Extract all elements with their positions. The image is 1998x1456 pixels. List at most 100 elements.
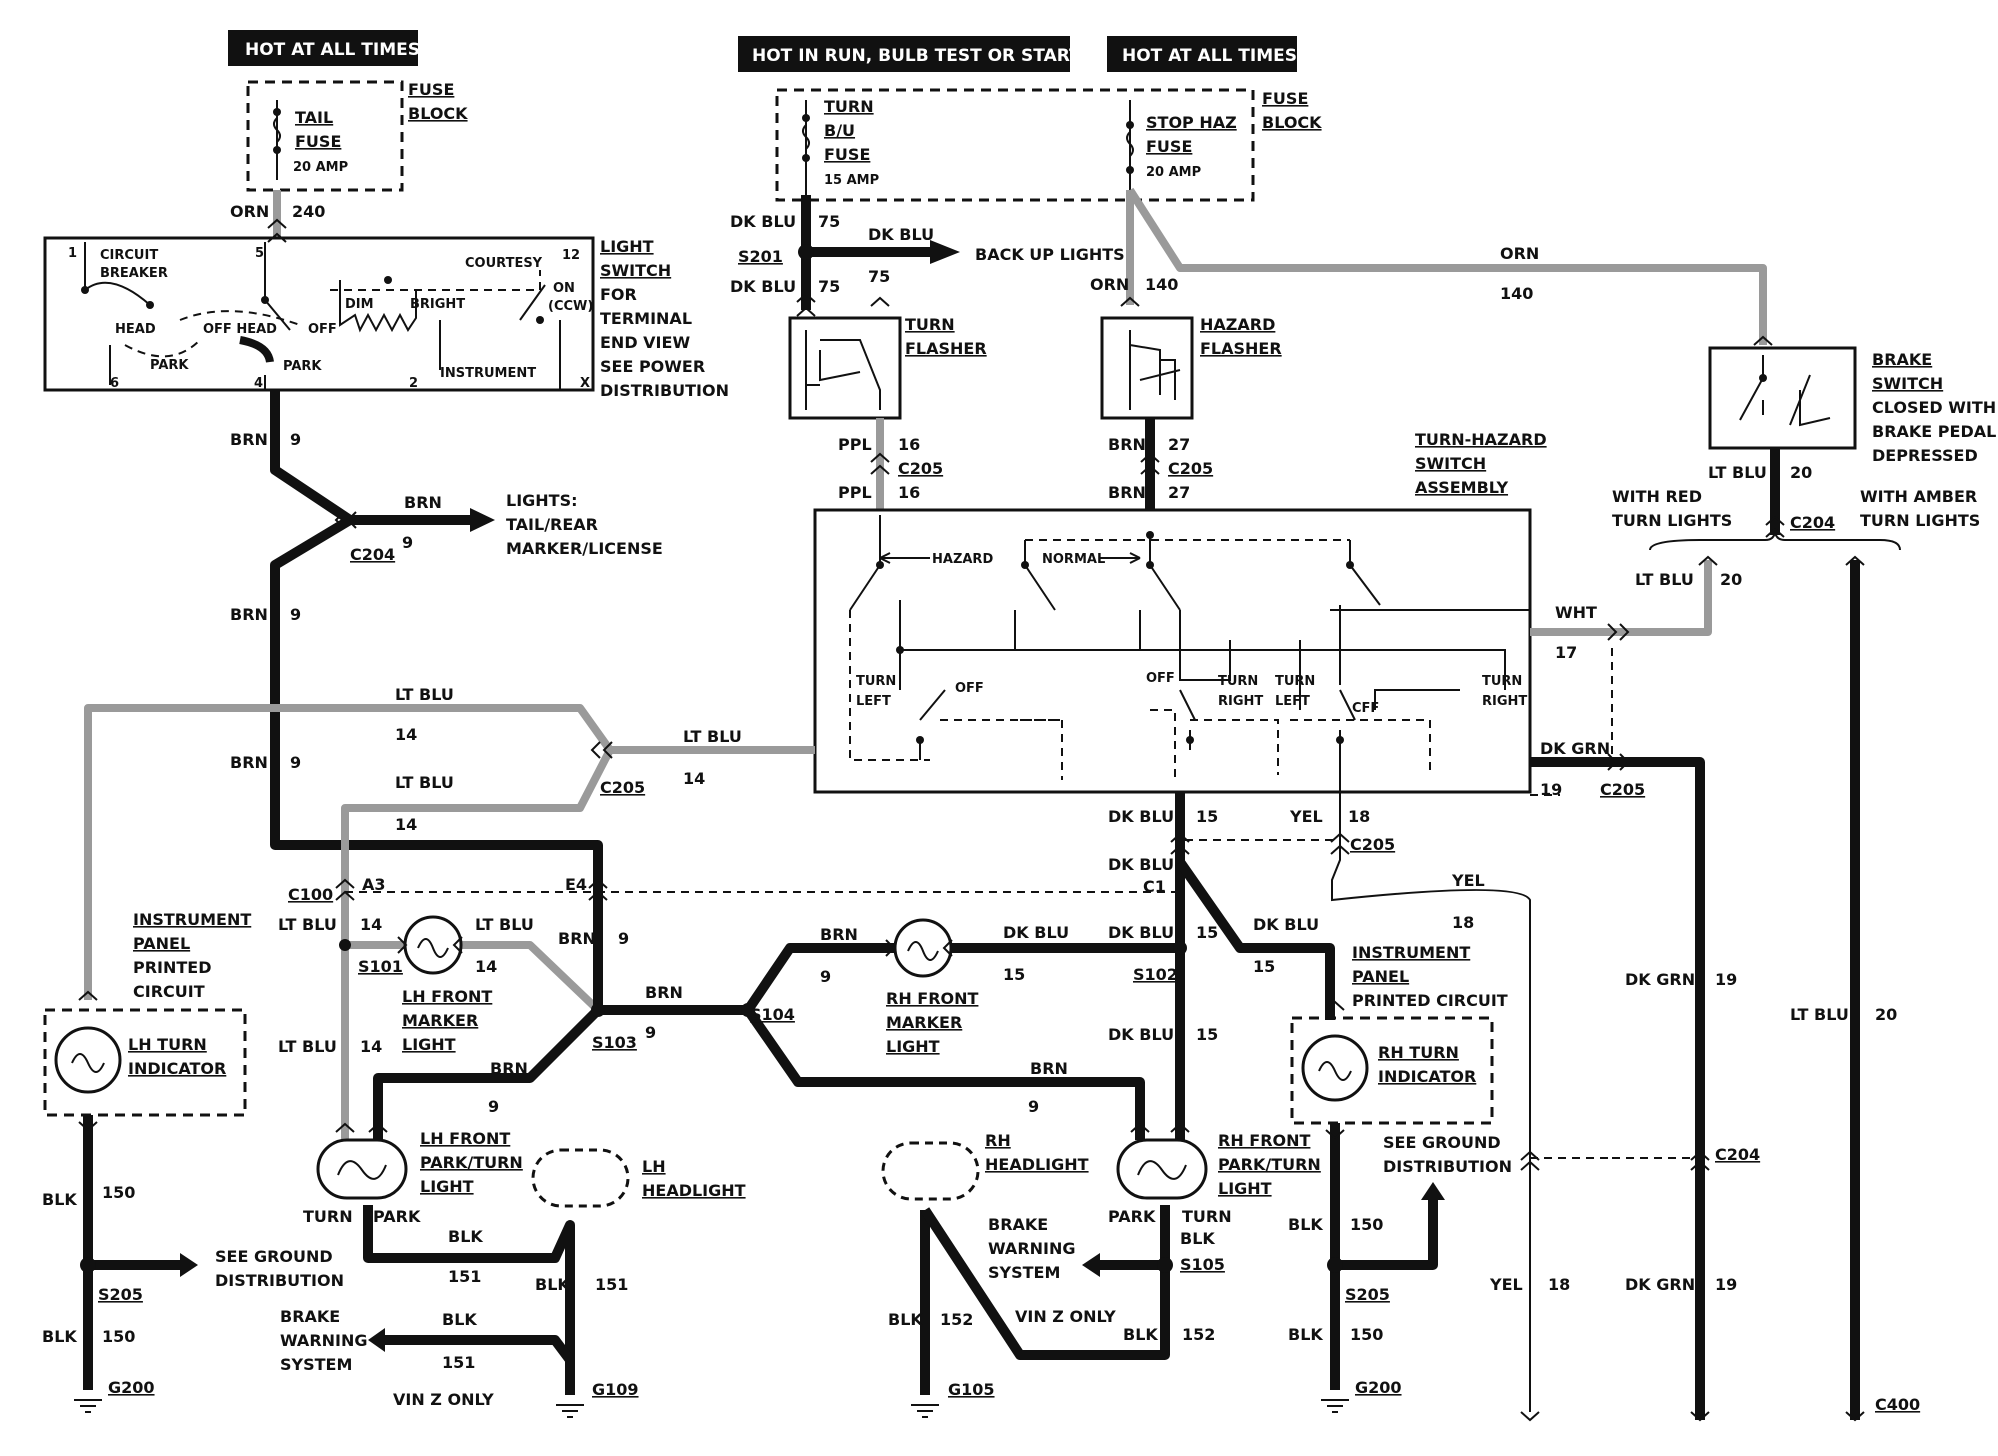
e4-label: E4	[565, 875, 587, 894]
n150-lh-1: 150	[102, 1183, 135, 1202]
amber-turn-label2: TURN LIGHTS	[1860, 511, 1980, 530]
light-switch: 1 CIRCUIT BREAKER 5 COURTESY 12 ON (CCW)…	[43, 236, 729, 400]
ls-courtesy: COURTESY	[465, 256, 543, 271]
ls-term-2: 2	[409, 376, 418, 391]
rh-ind-label1: RH TURN	[1378, 1043, 1459, 1062]
s102-label: S102	[1133, 965, 1178, 984]
g105-label: G105	[948, 1380, 995, 1399]
brake-switch-label1: BRAKE	[1872, 350, 1932, 369]
th-turn-right-3: TURN	[1482, 674, 1522, 689]
s105-label: S105	[1180, 1255, 1225, 1274]
n27-label-1: 27	[1168, 435, 1190, 454]
sgd-rh-1: SEE GROUND	[1383, 1133, 1501, 1152]
n14-label-2: 14	[683, 769, 705, 788]
lh-ipc-label2: PANEL	[133, 934, 190, 953]
dkblu-75-label-3: DK BLU	[730, 277, 796, 296]
ls-off-head: OFF HEAD	[203, 322, 277, 337]
dkblu-15-label-2: DK BLU	[1108, 855, 1174, 874]
n140-label-1: 140	[1145, 275, 1178, 294]
ltblu-20-label-2: LT BLU	[1635, 570, 1694, 589]
brn-label-4: BRN	[230, 753, 268, 772]
amber-turn-label1: WITH AMBER	[1860, 487, 1977, 506]
yel-18-label-1: YEL	[1289, 807, 1323, 826]
n14-label-6: 14	[360, 1037, 382, 1056]
ls-label-4: TERMINAL	[600, 309, 692, 328]
bws-lh-1: BRAKE	[280, 1307, 340, 1326]
lhfm-label2: MARKER	[402, 1011, 478, 1030]
n140-label-2: 140	[1500, 284, 1533, 303]
wire-orn-label: ORN	[230, 202, 269, 221]
brn-label-3: BRN	[230, 605, 268, 624]
lh-ind-label1: LH TURN	[128, 1035, 207, 1054]
ls-term-12: 12	[562, 248, 580, 263]
ls-term-6: 6	[110, 376, 119, 391]
n75-label-3: 75	[818, 277, 840, 296]
n9-s104-left: 9	[645, 1023, 656, 1042]
stop-haz-fuse-name: STOP HAZ	[1146, 113, 1237, 132]
th-off-1: OFF	[955, 681, 984, 696]
n150-rh-1: 150	[1350, 1215, 1383, 1234]
lh-ipc-label1: INSTRUMENT	[133, 910, 251, 929]
banner-right-text: HOT AT ALL TIMES	[1122, 46, 1297, 66]
yel-18-label-3: YEL	[1489, 1275, 1523, 1294]
rh-front-marker-light: RH FRONT MARKER LIGHT	[886, 918, 979, 1056]
ppl-label-2: PPL	[838, 483, 872, 502]
tail-fuse-name1: TAIL	[295, 108, 333, 127]
n14-label-1: 14	[395, 725, 417, 744]
dkblu-15-label-6: DK BLU	[1108, 1025, 1174, 1044]
c205-dkgrn: C205	[1600, 780, 1645, 799]
banner-mid-text: HOT IN RUN, BULB TEST OR START	[752, 46, 1081, 66]
turn-flasher: TURN FLASHER	[788, 315, 987, 420]
n17-label: 17	[1555, 643, 1577, 662]
dkblu-15-label-1: DK BLU	[1108, 807, 1174, 826]
g109-label: G109	[592, 1380, 639, 1399]
th-hazard: HAZARD	[932, 552, 993, 567]
brn-27-label-2: BRN	[1108, 483, 1146, 502]
blk-150-lh-1: BLK	[42, 1190, 77, 1209]
brn-rhfp: BRN	[1030, 1059, 1068, 1078]
ltblu-14-label-3: LT BLU	[395, 773, 454, 792]
ls-breaker: BREAKER	[100, 266, 168, 281]
blk-152-label-1: BLK	[888, 1310, 923, 1329]
brn-27-label-1: BRN	[1108, 435, 1146, 454]
n27-label-2: 27	[1168, 483, 1190, 502]
blk-151-label-3: BLK	[442, 1310, 477, 1329]
backup-lights-label: BACK UP LIGHTS	[975, 245, 1125, 264]
n15-label-6: 15	[1196, 1025, 1218, 1044]
turn-fuse-name2: B/U	[824, 121, 855, 140]
rh-turn-indicator: RH TURN INDICATOR	[1290, 1016, 1494, 1125]
rhfp-label3: LIGHT	[1218, 1179, 1272, 1198]
stop-haz-fuse-rating: 20 AMP	[1146, 165, 1201, 180]
ls-label-7: DISTRIBUTION	[600, 381, 729, 400]
rh-front-park-turn-light: RH FRONT PARK/TURN LIGHT PARK TURN	[1108, 1131, 1321, 1226]
lh-turn-indicator: LH TURN INDICATOR	[43, 1008, 247, 1117]
dkblu-15-label-4: DK BLU	[1108, 923, 1174, 942]
n15-label-4: 15	[1196, 923, 1218, 942]
s104-label: S104	[750, 1005, 795, 1024]
ls-label-2: SWITCH	[600, 261, 671, 280]
ground-g105	[911, 1404, 939, 1418]
fuse-block-mid-label2: BLOCK	[1262, 113, 1322, 132]
ls-term-1: 1	[68, 246, 77, 261]
rhfp-label2: PARK/TURN	[1218, 1155, 1321, 1174]
th-turn-left-2: LEFT	[856, 694, 891, 709]
dkblu-75-label-1: DK BLU	[730, 212, 796, 231]
brn-9-label-3: 9	[290, 605, 301, 624]
lhfp-label3: LIGHT	[420, 1177, 474, 1196]
c100-label: C100	[288, 885, 333, 904]
s201-label: S201	[738, 247, 783, 266]
stop-haz-fuse-name2: FUSE	[1146, 137, 1192, 156]
th-normal: NORMAL	[1042, 552, 1105, 567]
turn-hazard-switch: TURN-HAZARD SWITCH ASSEMBLY HAZARD NORMA…	[813, 430, 1547, 800]
s205-rh: S205	[1345, 1285, 1390, 1304]
dkblu-75-label-2: DK BLU	[868, 225, 934, 244]
dkblu-15-label-3: DK BLU	[1003, 923, 1069, 942]
c400-label: C400	[1875, 1395, 1920, 1414]
orn-140-label-1: ORN	[1090, 275, 1129, 294]
dkblu-15-label-5: DK BLU	[1253, 915, 1319, 934]
lhfm-label3: LIGHT	[402, 1035, 456, 1054]
n152-label-1: 152	[940, 1310, 973, 1329]
turn-flasher-label1: TURN	[905, 315, 955, 334]
n16-label-2: 16	[898, 483, 920, 502]
fuse-block-mid-label1: FUSE	[1262, 89, 1308, 108]
